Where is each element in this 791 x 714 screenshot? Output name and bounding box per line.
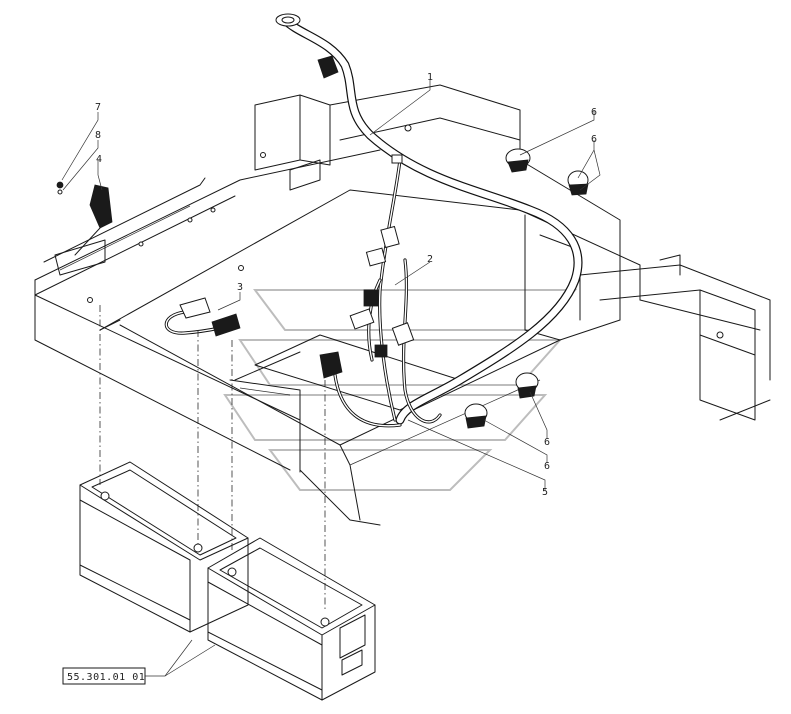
- callout-3: 3: [237, 282, 243, 293]
- callout-6d: 6: [544, 461, 550, 472]
- callout-6a: 6: [591, 107, 597, 118]
- callout-4: 4: [96, 154, 102, 165]
- reference-box[interactable]: 55.301.01 01: [62, 667, 146, 685]
- battery-left: [79, 461, 249, 633]
- reference-label: 55.301.01 01: [67, 672, 145, 683]
- assembly-lines: [99, 305, 326, 610]
- leader-lines: [61, 80, 601, 677]
- connector-cluster: [319, 154, 415, 379]
- battery-bracket: [54, 181, 113, 276]
- callout-5: 5: [542, 487, 548, 498]
- chassis-frame: [34, 84, 771, 526]
- callout-6c: 6: [544, 437, 550, 448]
- main-wiring-harness: [275, 13, 583, 425]
- callout-labels: 1 2 3 4 5 6 6 6 6 7 8: [95, 72, 597, 498]
- callout-7: 7: [95, 102, 101, 113]
- branch-cables: [333, 158, 442, 428]
- battery-jumper-cable: [164, 297, 241, 337]
- battery-right: [207, 537, 376, 701]
- callout-1: 1: [427, 72, 433, 83]
- callout-6b: 6: [591, 134, 597, 145]
- callout-8: 8: [95, 130, 101, 141]
- cable-clamps: [464, 148, 589, 429]
- callout-2: 2: [427, 254, 433, 265]
